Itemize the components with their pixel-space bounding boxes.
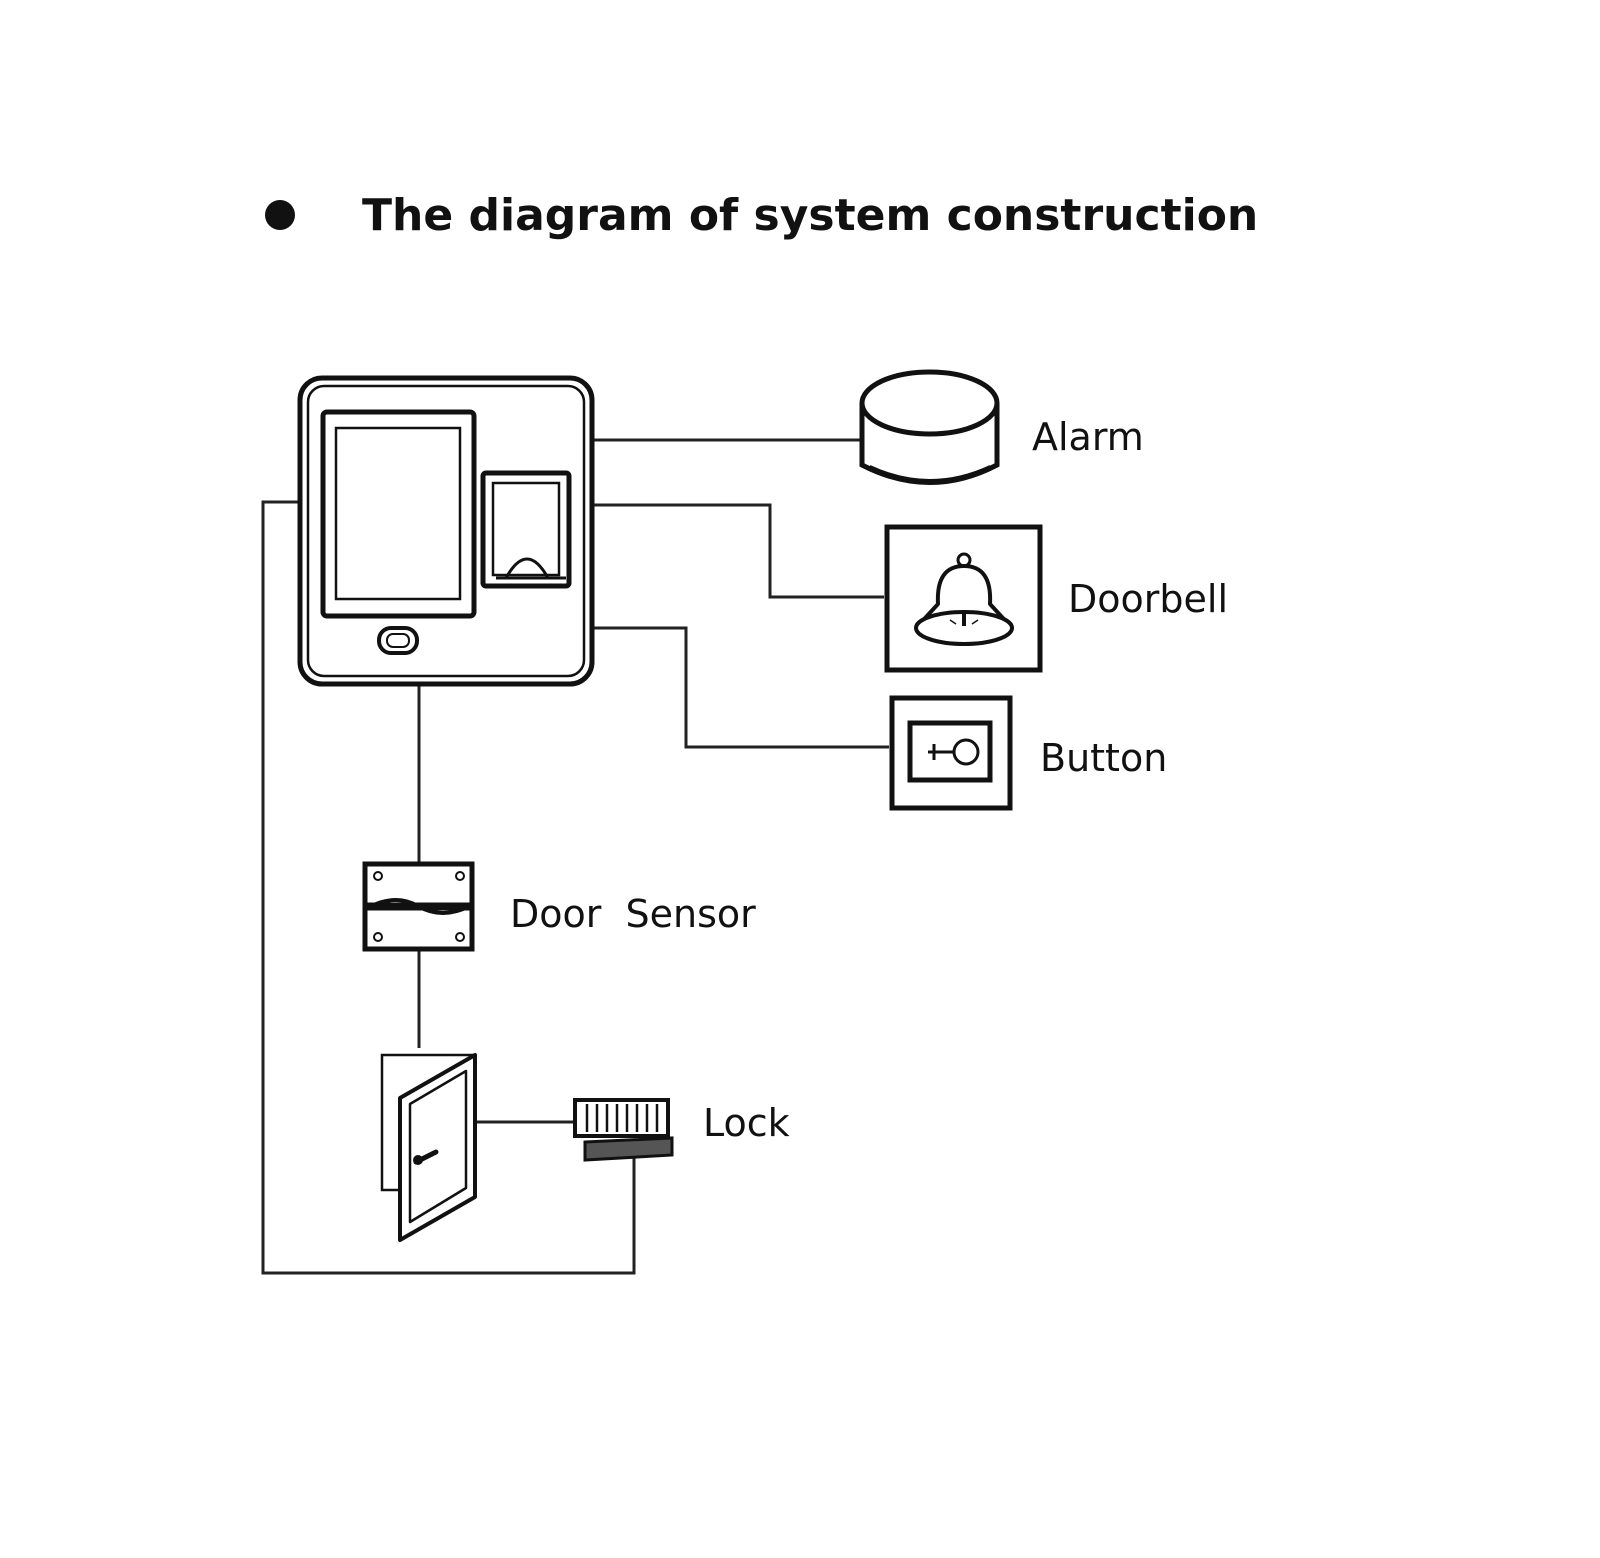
- fingerprint-sensor-icon: [480, 470, 572, 589]
- wiring: [261, 438, 889, 1275]
- controller-indicator: [377, 626, 419, 655]
- fingerprint-controller: [297, 375, 595, 687]
- wire-power-loop: [261, 500, 636, 1275]
- doorbell-label: Doorbell: [1068, 577, 1228, 621]
- alarm-icon: [859, 369, 1000, 485]
- button-label: Button: [1040, 736, 1167, 780]
- wire-doorbell: [593, 503, 884, 599]
- exit-button-icon: [889, 695, 1013, 811]
- controller-screen: [320, 409, 477, 619]
- alarm-label: Alarm: [1032, 415, 1144, 459]
- lock-label: Lock: [703, 1101, 790, 1145]
- title-bullet: [265, 200, 295, 230]
- doorbell-icon: [884, 524, 1043, 673]
- wire-button: [593, 626, 889, 749]
- door-icon: [380, 1053, 477, 1242]
- door-sensor-icon: [362, 861, 475, 952]
- magnetic-lock-icon: [573, 1098, 674, 1162]
- diagram-title: The diagram of system construction: [362, 190, 1258, 241]
- door-sensor-label: Door Sensor: [510, 892, 756, 936]
